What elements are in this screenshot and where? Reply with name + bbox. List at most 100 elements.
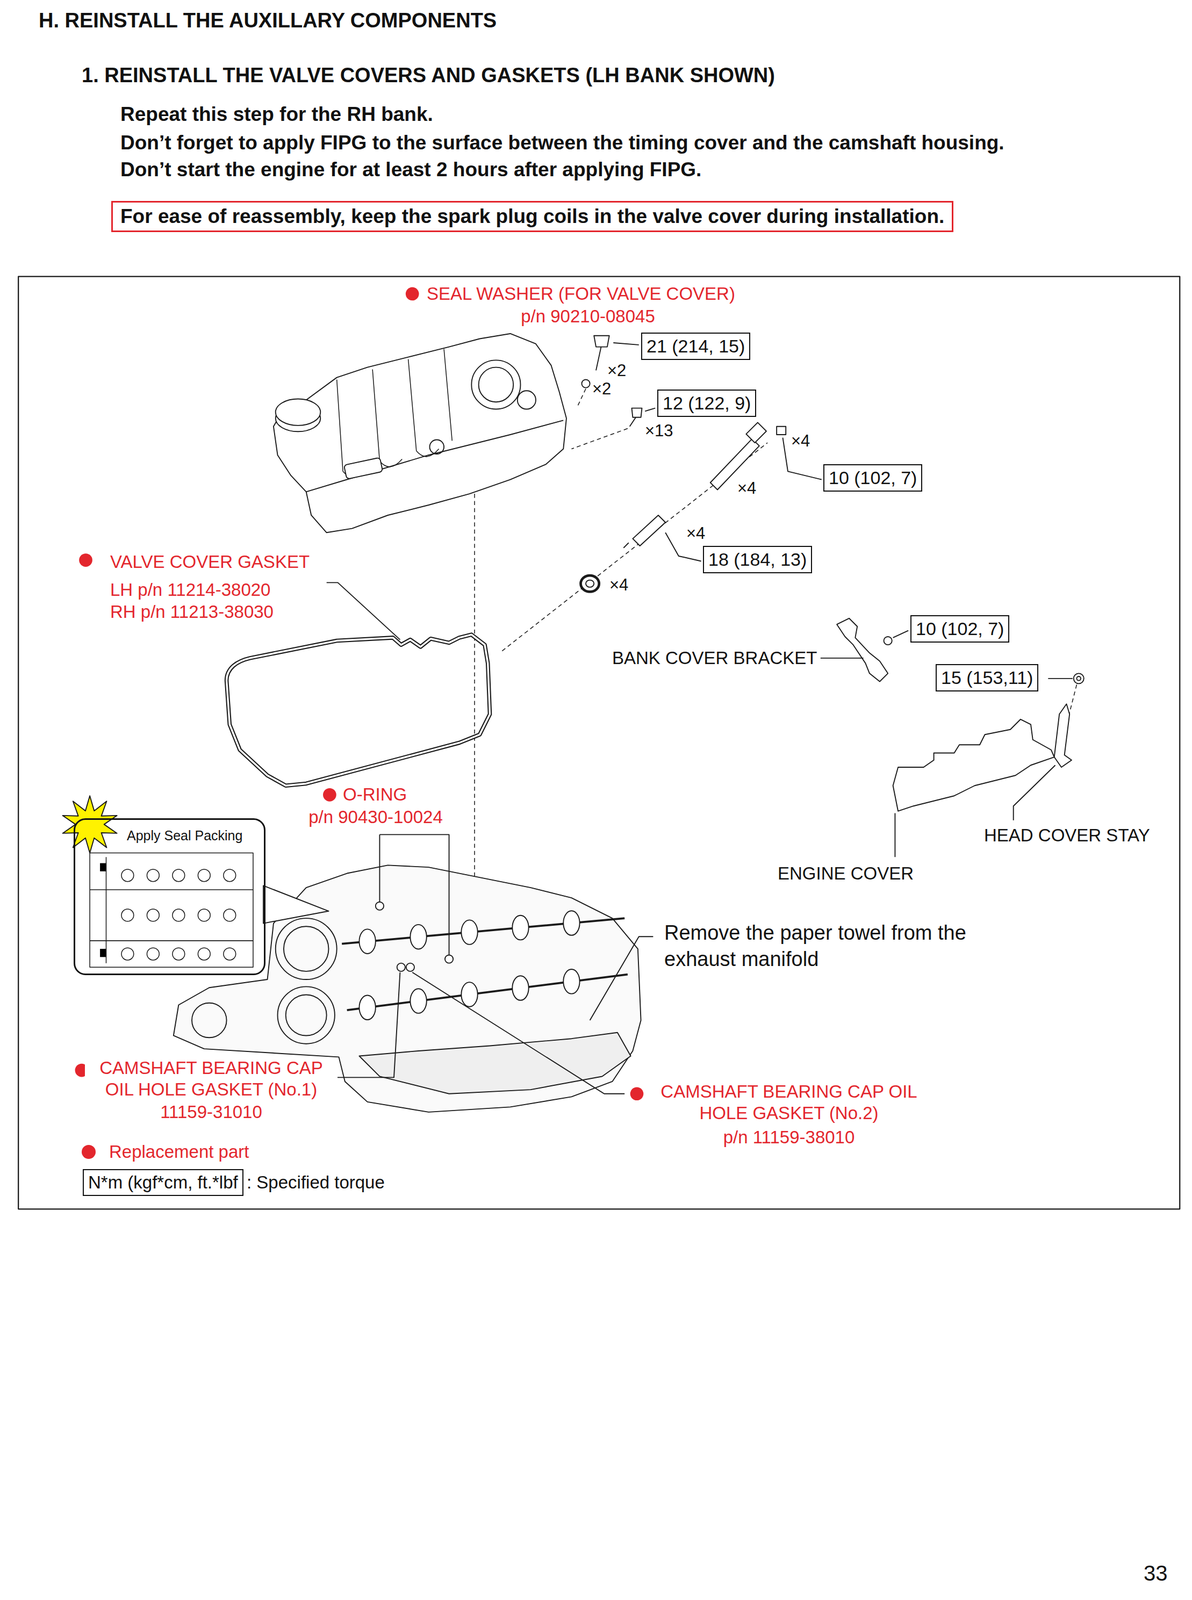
cover-opening — [478, 367, 514, 403]
valve-cover-gasket — [226, 634, 491, 786]
unit-key: N*m (kgf*cm, ft.*lbf — [88, 1172, 239, 1194]
part-name: O-RING — [342, 784, 407, 806]
leader-line — [613, 342, 639, 346]
part-number: LH p/n 11214-38020 — [110, 579, 271, 601]
note-box: For ease of reassembly, keep the spark p… — [111, 200, 954, 233]
inset-callout: Apply Seal Packing — [73, 818, 266, 976]
legend-sample-box: N*m (kgf*cm, ft.*lbf — [82, 1169, 244, 1197]
bank-cover-bracket — [836, 618, 888, 682]
solenoid — [343, 457, 383, 480]
part-name: HEAD COVER STAY — [984, 824, 1151, 847]
leader-line — [590, 936, 654, 1021]
figure-frame — [18, 276, 1180, 1210]
quantity: ×2 — [607, 360, 627, 381]
part-number: RH p/n 11213-38030 — [110, 601, 274, 623]
part-number: 11159-31010 — [160, 1101, 263, 1124]
leader-line — [820, 657, 864, 659]
inset-drawing — [89, 853, 254, 968]
inset-cap — [146, 909, 160, 922]
nut — [1073, 673, 1084, 684]
torque-value: 21 (214, 15) — [646, 335, 745, 358]
cover-hole — [517, 390, 536, 409]
cover-hole — [429, 439, 444, 455]
cam-lobe — [512, 975, 529, 1001]
cam-lobe — [410, 988, 427, 1014]
legend-text: Replacement part — [109, 1141, 249, 1163]
seal-mark — [99, 949, 106, 958]
oil-hole — [406, 963, 415, 972]
tube-seal — [585, 580, 594, 588]
cam-lobe — [410, 924, 427, 950]
cam-lobe — [563, 910, 580, 936]
torque-value: 10 (102, 7) — [828, 467, 917, 490]
legend-swatch — [81, 1145, 96, 1160]
tube-seal — [580, 575, 600, 592]
camshaft — [341, 918, 628, 1011]
torque-box: 10 (102, 7) — [823, 464, 923, 492]
part-number: p/n 90210-08045 — [520, 305, 656, 328]
bolt — [629, 408, 643, 427]
ignition-coil-head — [745, 422, 767, 443]
inset-cap — [172, 869, 185, 882]
cover-opening — [471, 360, 521, 409]
part-number: p/n 90430-10024 — [308, 806, 443, 829]
assembly-axis — [577, 389, 586, 407]
cam-lobe — [358, 929, 376, 954]
torque-box: 15 (153,11) — [935, 664, 1039, 692]
inset-cap — [146, 869, 160, 882]
part-number: p/n 11159-38010 — [723, 1126, 856, 1149]
part-name: CAMSHAFT BEARING CAP OIL HOLE GASKET (No… — [84, 1057, 338, 1101]
replacement-dot — [79, 553, 93, 567]
illustration-group — [18, 276, 1180, 1210]
instruction: Repeat this step for the RH bank. — [120, 102, 434, 127]
inset-cap — [223, 909, 236, 922]
assembly-axis — [571, 428, 628, 450]
inset-cap — [172, 948, 185, 961]
leader-line — [332, 972, 400, 1079]
replacement-dot — [405, 287, 420, 301]
quantity: ×4 — [791, 431, 810, 451]
torque-value: 10 (102, 7) — [915, 618, 1004, 641]
nut — [1076, 676, 1081, 681]
pulley — [191, 1003, 227, 1039]
inset-cap — [121, 909, 134, 922]
inset-head — [89, 853, 254, 968]
engine-cover — [893, 719, 1055, 812]
inset-cap — [197, 909, 211, 922]
cam-lobe — [461, 920, 478, 945]
inset-title: Apply Seal Packing — [126, 827, 243, 844]
sprocket — [285, 995, 327, 1037]
sprocket — [277, 986, 335, 1044]
inset-cap — [121, 948, 134, 961]
inset-cap — [223, 869, 236, 882]
bolt — [776, 426, 786, 435]
part-name: SEAL WASHER (FOR VALVE COVER) — [426, 283, 736, 305]
part-name: CAMSHAFT BEARING CAP OIL HOLE GASKET (No… — [646, 1081, 932, 1125]
leader-line — [412, 972, 625, 1095]
oil-hole — [444, 954, 454, 964]
part-name: BANK COVER BRACKET — [612, 647, 817, 670]
replacement-dot — [322, 788, 337, 802]
quantity: ×13 — [644, 420, 674, 441]
torque-box: 21 (214, 15) — [641, 332, 751, 361]
replacement-dot — [630, 1087, 644, 1101]
leader-line — [894, 813, 896, 858]
cam-lobe — [563, 969, 580, 995]
valve-cover-body — [273, 333, 567, 533]
section-heading: H. REINSTALL THE AUXILLARY COMPONENTS — [38, 8, 497, 33]
step-heading: 1. REINSTALL THE VALVE COVERS AND GASKET… — [81, 62, 775, 88]
oil-cap — [275, 399, 321, 426]
leader-line — [379, 834, 449, 955]
cam-lobe — [512, 915, 529, 941]
leader-line — [893, 630, 909, 638]
instruction: Don’t start the engine for at least 2 ho… — [120, 158, 702, 182]
page-number: 33 — [1143, 1560, 1168, 1587]
quantity: ×2 — [592, 378, 612, 399]
part-name: VALVE COVER GASKET — [110, 551, 310, 573]
part-name: ENGINE COVER — [777, 863, 914, 885]
inset-cap — [223, 948, 236, 961]
head-cover-stay — [1054, 704, 1072, 768]
quantity: ×4 — [686, 523, 706, 544]
